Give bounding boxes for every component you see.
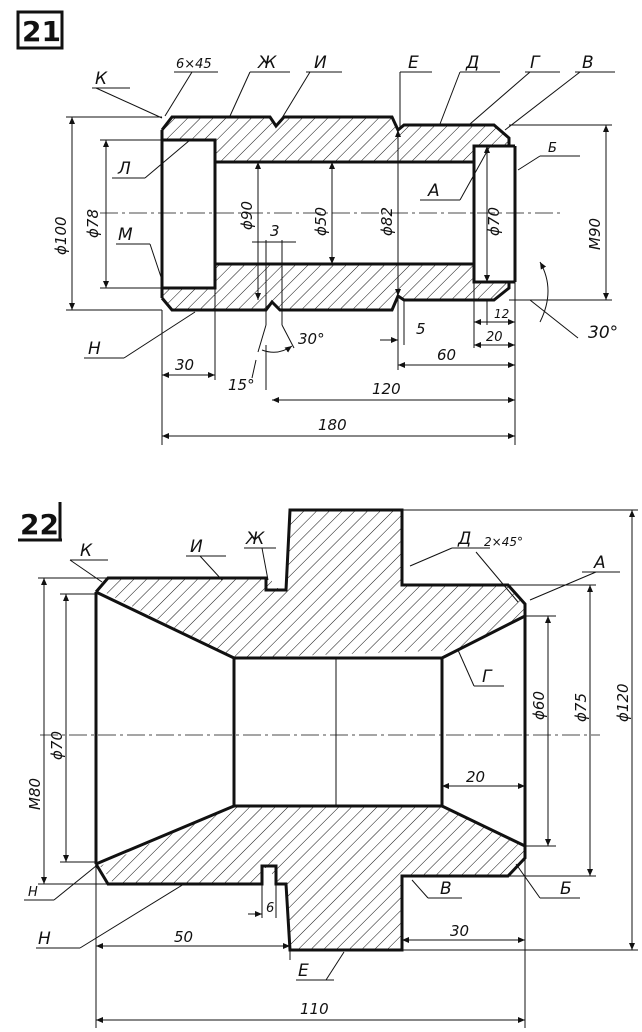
inner-cone-lower bbox=[95, 804, 526, 866]
label-E: Е bbox=[298, 961, 309, 981]
figure-number: 21 bbox=[22, 15, 61, 48]
label-E: Е bbox=[408, 53, 419, 73]
dim-d50: ϕ50 bbox=[312, 207, 330, 236]
dim-d100: ϕ100 bbox=[52, 216, 70, 255]
label-V: В bbox=[582, 53, 594, 73]
figure-22: 22 M80 ϕ70 ϕ60 ϕ75 ϕ120 bbox=[18, 502, 638, 1028]
label-N-small: Н bbox=[28, 885, 38, 900]
label-A: А bbox=[427, 181, 440, 201]
label-N: Н bbox=[88, 339, 101, 359]
dim-m80: M80 bbox=[26, 778, 44, 810]
dim-d60: ϕ60 bbox=[530, 691, 548, 720]
dim-50: 50 bbox=[174, 928, 193, 946]
inner-cone-upper bbox=[95, 590, 526, 660]
dim-30: 30 bbox=[450, 922, 469, 940]
outline-bottom bbox=[160, 282, 511, 312]
label-G: Г bbox=[530, 53, 541, 73]
dim-d70: ϕ70 bbox=[48, 731, 66, 760]
label-B: Б bbox=[560, 879, 572, 899]
dim-d78: ϕ78 bbox=[84, 209, 102, 238]
dim-angle-30: 30° bbox=[298, 330, 325, 348]
outline-top bbox=[160, 115, 511, 146]
label-Zh: Ж bbox=[257, 53, 277, 73]
section-top-wall bbox=[162, 117, 509, 162]
label-chamfer-22: 2×45° bbox=[484, 535, 523, 549]
label-I: И bbox=[190, 537, 203, 557]
label-L: Л bbox=[117, 159, 131, 179]
dim-6: 6 bbox=[266, 901, 274, 916]
dim-m90: M90 bbox=[586, 218, 604, 250]
section-lower bbox=[100, 806, 525, 950]
label-B: Б bbox=[548, 141, 557, 156]
label-M: М bbox=[118, 225, 133, 245]
dim-110: 110 bbox=[300, 1000, 329, 1018]
dim-d120: ϕ120 bbox=[614, 683, 632, 722]
dim-20: 20 bbox=[486, 330, 503, 345]
label-K: К bbox=[95, 69, 108, 89]
dim-angle-30-right: 30° bbox=[588, 323, 618, 343]
label-V: В bbox=[440, 879, 452, 899]
dim-12: 12 bbox=[494, 307, 509, 321]
label-N: Н bbox=[38, 929, 51, 949]
label-Zh: Ж bbox=[245, 529, 265, 549]
dim-d75: ϕ75 bbox=[572, 693, 590, 722]
dim-60: 60 bbox=[437, 346, 456, 364]
figure-number: 22 bbox=[20, 508, 59, 541]
label-A: А bbox=[593, 553, 606, 573]
figure-21: 21 ϕ100 ϕ78 ϕ90 bbox=[16, 10, 618, 445]
dim-groove-3: 3 bbox=[270, 222, 280, 240]
left-bore bbox=[162, 138, 217, 290]
dim-d82: ϕ82 bbox=[378, 207, 396, 236]
label-K: К bbox=[80, 541, 93, 561]
dim-20: 20 bbox=[466, 768, 485, 786]
dim-angle-15: 15° bbox=[228, 376, 255, 394]
outline-upper bbox=[94, 508, 527, 616]
label-G: Г bbox=[482, 667, 493, 687]
section-upper bbox=[100, 510, 525, 658]
dim-d90: ϕ90 bbox=[238, 201, 256, 230]
right-bore bbox=[472, 144, 509, 284]
figure-number-box bbox=[16, 10, 64, 50]
dim-30-left: 30 bbox=[175, 356, 194, 374]
label-D: Д bbox=[465, 53, 479, 73]
dim-d70: ϕ70 bbox=[485, 207, 503, 236]
dim-5: 5 bbox=[416, 320, 426, 338]
dim-120: 120 bbox=[372, 380, 401, 398]
label-chamfer-21: 6×45 bbox=[176, 57, 212, 72]
label-I: И bbox=[314, 53, 327, 73]
dim-180: 180 bbox=[318, 416, 347, 434]
label-D: Д bbox=[457, 529, 471, 549]
